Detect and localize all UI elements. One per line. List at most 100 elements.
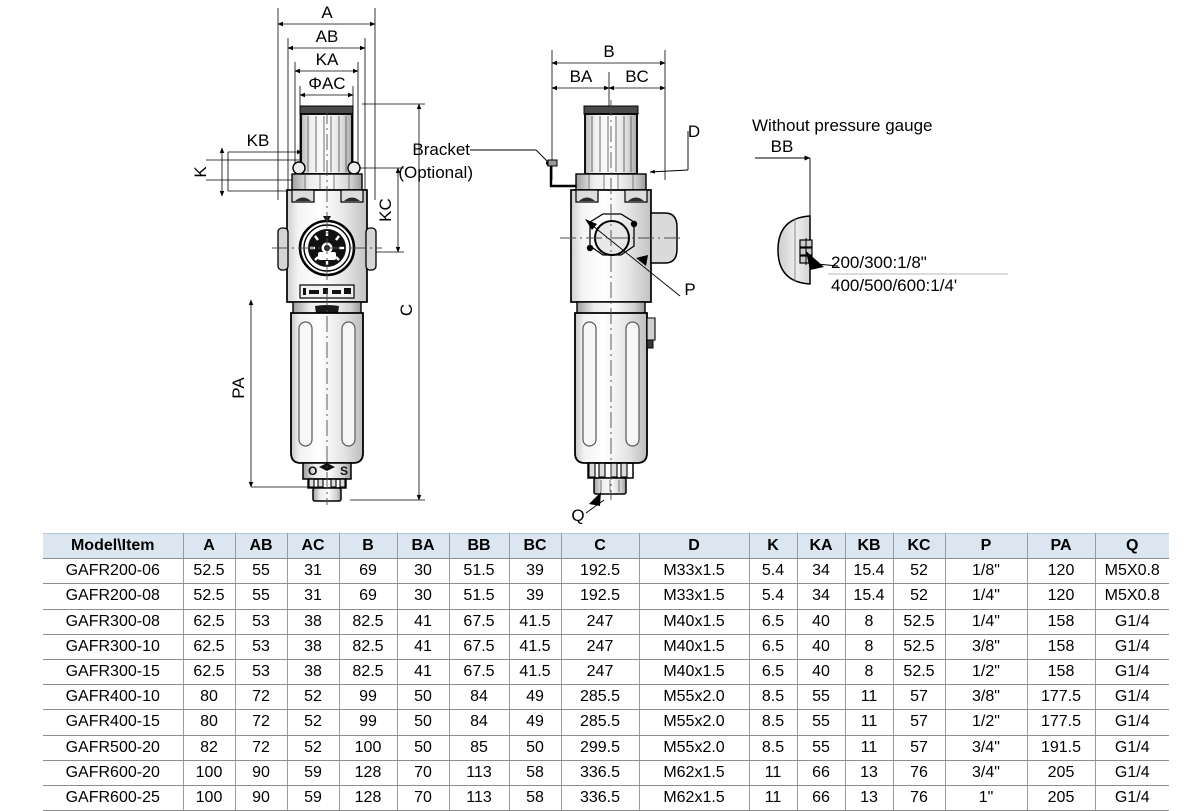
table-cell-q: G1/4 (1094, 633, 1169, 661)
bracket-note-line2: (Optional) (398, 163, 473, 182)
table-cell-ka: 55 (796, 734, 846, 761)
table-cell-bb: 113 (448, 759, 510, 787)
table-cell-bb: 67.5 (448, 608, 510, 635)
table-cell-a: 52.5 (182, 558, 236, 585)
table-header-cell-p: P (944, 532, 1028, 560)
table-cell-ab: 55 (234, 558, 288, 585)
table-cell-kc: 52.5 (892, 608, 946, 635)
table-cell-ba: 41 (396, 633, 450, 661)
table-cell-b: 99 (338, 684, 398, 711)
dim-label-p: P (684, 280, 695, 299)
table-header-cell-k: K (748, 532, 798, 560)
table-cell-c: 285.5 (560, 684, 640, 711)
table-cell-a: 52.5 (182, 583, 236, 610)
dim-label-kc: KC (376, 198, 395, 222)
table-cell-bb: 67.5 (448, 659, 510, 686)
table-header-cell-ac: AC (286, 532, 340, 560)
table-cell-bc: 41.5 (508, 608, 562, 635)
table-cell-kb: 13 (844, 759, 894, 787)
table-cell-p: 1" (944, 785, 1028, 811)
dim-label-ab: AB (316, 27, 339, 46)
table-cell-ka: 40 (796, 633, 846, 661)
table-cell-kc: 57 (892, 709, 946, 736)
table-cell-ac: 59 (286, 785, 340, 811)
table-cell-kc: 76 (892, 785, 946, 811)
table-cell-kb: 11 (844, 684, 894, 711)
table-cell-c: 336.5 (560, 759, 640, 787)
table-header-cell-kc: KC (892, 532, 946, 560)
table-cell-model: GAFR300-10 (43, 633, 184, 661)
table-cell-k: 8.5 (748, 734, 798, 761)
table-cell-b: 99 (338, 709, 398, 736)
table-cell-a: 100 (182, 785, 236, 811)
table-cell-d: M33x1.5 (638, 583, 750, 610)
table-cell-bc: 41.5 (508, 659, 562, 686)
table-cell-k: 6.5 (748, 659, 798, 686)
table-cell-kc: 57 (892, 684, 946, 711)
table-cell-ac: 38 (286, 633, 340, 661)
table-cell-c: 285.5 (560, 709, 640, 736)
table-cell-ba: 50 (396, 709, 450, 736)
table-header-cell-bb: BB (448, 532, 510, 560)
table-cell-c: 247 (560, 608, 640, 635)
port-note-line2: 400/500/600:1/4' (831, 276, 957, 295)
table-cell-bb: 51.5 (448, 558, 510, 585)
table-cell-k: 6.5 (748, 633, 798, 661)
table-cell-b: 128 (338, 785, 398, 811)
table-cell-q: M5X0.8 (1094, 558, 1169, 585)
table-cell-b: 100 (338, 734, 398, 761)
table-cell-ka: 55 (796, 684, 846, 711)
table-cell-p: 1/4" (944, 583, 1028, 610)
table-header-cell-ba: BA (396, 532, 450, 560)
bracket-note-line1: Bracket (412, 140, 470, 159)
table-cell-c: 192.5 (560, 558, 640, 585)
table-cell-pa: 158 (1026, 659, 1096, 686)
table-header-cell-ab: AB (234, 532, 288, 560)
table-cell-ab: 53 (234, 633, 288, 661)
table-cell-ab: 90 (234, 759, 288, 787)
table-cell-p: 1/2" (944, 709, 1028, 736)
detail-view-title: Without pressure gauge (752, 116, 933, 135)
table-cell-pa: 120 (1026, 558, 1096, 585)
bowl-open-mark: O (308, 464, 317, 478)
table-cell-c: 247 (560, 633, 640, 661)
table-header-cell-b: B (338, 532, 398, 560)
table-header-cell-bc: BC (508, 532, 562, 560)
dim-label-a: A (321, 3, 333, 22)
table-cell-kb: 8 (844, 608, 894, 635)
table-cell-d: M40x1.5 (638, 608, 750, 635)
dim-label-phi-ac: ΦAC (308, 74, 345, 93)
dim-label-bc: BC (625, 67, 649, 86)
dim-label-pa: PA (229, 377, 248, 399)
table-header-cell-pa: PA (1026, 532, 1096, 560)
table-cell-q: G1/4 (1094, 734, 1169, 761)
table-cell-p: 1/8" (944, 558, 1028, 585)
dim-label-bb: BB (771, 137, 794, 156)
table-cell-p: 1/4" (944, 608, 1028, 635)
table-cell-ab: 72 (234, 709, 288, 736)
table-cell-k: 11 (748, 759, 798, 787)
table-cell-ka: 66 (796, 759, 846, 787)
table-cell-k: 11 (748, 785, 798, 811)
table-cell-bc: 58 (508, 759, 562, 787)
table-cell-bc: 41.5 (508, 633, 562, 661)
table-cell-ac: 52 (286, 684, 340, 711)
table-cell-ka: 55 (796, 709, 846, 736)
table-cell-bc: 39 (508, 558, 562, 585)
table-cell-model: GAFR600-25 (43, 785, 184, 811)
table-cell-a: 100 (182, 759, 236, 787)
table-cell-pa: 120 (1026, 583, 1096, 610)
table-cell-a: 80 (182, 709, 236, 736)
table-cell-ba: 70 (396, 785, 450, 811)
table-cell-pa: 177.5 (1026, 709, 1096, 736)
technical-drawing-area: O S A AB KA ΦAC KB (191, 3, 1008, 525)
table-cell-d: M55x2.0 (638, 709, 750, 736)
